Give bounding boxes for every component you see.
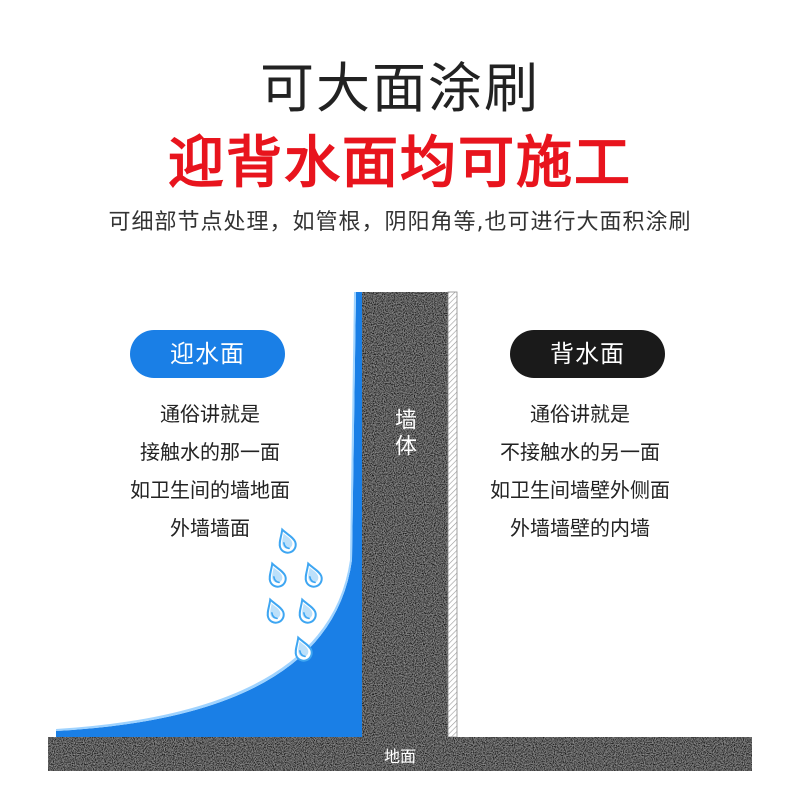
page-title: 可大面涂刷 bbox=[260, 57, 540, 120]
water-drop-icon bbox=[268, 561, 287, 588]
backside-layer bbox=[447, 291, 458, 738]
back-line: 不接触水的另一面 bbox=[500, 440, 660, 464]
wall-label: 墙体 bbox=[391, 408, 416, 460]
back-side-badge: 背水面 bbox=[510, 330, 665, 378]
water-drop-icon bbox=[298, 597, 317, 624]
back-side-description: 通俗讲就是 不接触水的另一面 如卫生间墙壁外侧面 外墙墙壁的内墙 bbox=[470, 395, 690, 547]
wall bbox=[362, 292, 448, 737]
front-line: 接触水的那一面 bbox=[140, 440, 280, 464]
page-subtitle: 迎背水面均可施工 bbox=[168, 131, 632, 196]
ground-slab bbox=[48, 737, 752, 771]
ground-label: 地面 bbox=[383, 747, 416, 766]
coating-layer bbox=[56, 292, 362, 737]
front-side-badge: 迎水面 bbox=[130, 330, 285, 378]
front-line: 通俗讲就是 bbox=[160, 402, 260, 426]
water-drop-icon bbox=[294, 635, 313, 662]
front-side-description: 通俗讲就是 接触水的那一面 如卫生间的墙地面 外墙墙面 bbox=[100, 395, 320, 547]
water-drop-icon bbox=[266, 597, 285, 624]
back-line: 外墙墙壁的内墙 bbox=[510, 516, 650, 540]
water-drops bbox=[266, 527, 323, 662]
water-drop-icon bbox=[278, 527, 297, 554]
back-line: 如卫生间墙壁外侧面 bbox=[490, 478, 670, 502]
front-line: 如卫生间的墙地面 bbox=[130, 478, 290, 502]
front-line: 外墙墙面 bbox=[170, 516, 250, 540]
back-line: 通俗讲就是 bbox=[530, 402, 630, 426]
water-drop-icon bbox=[304, 561, 323, 588]
page-description: 可细部节点处理，如管根，阴阳角等,也可进行大面积涂刷 bbox=[108, 210, 692, 235]
